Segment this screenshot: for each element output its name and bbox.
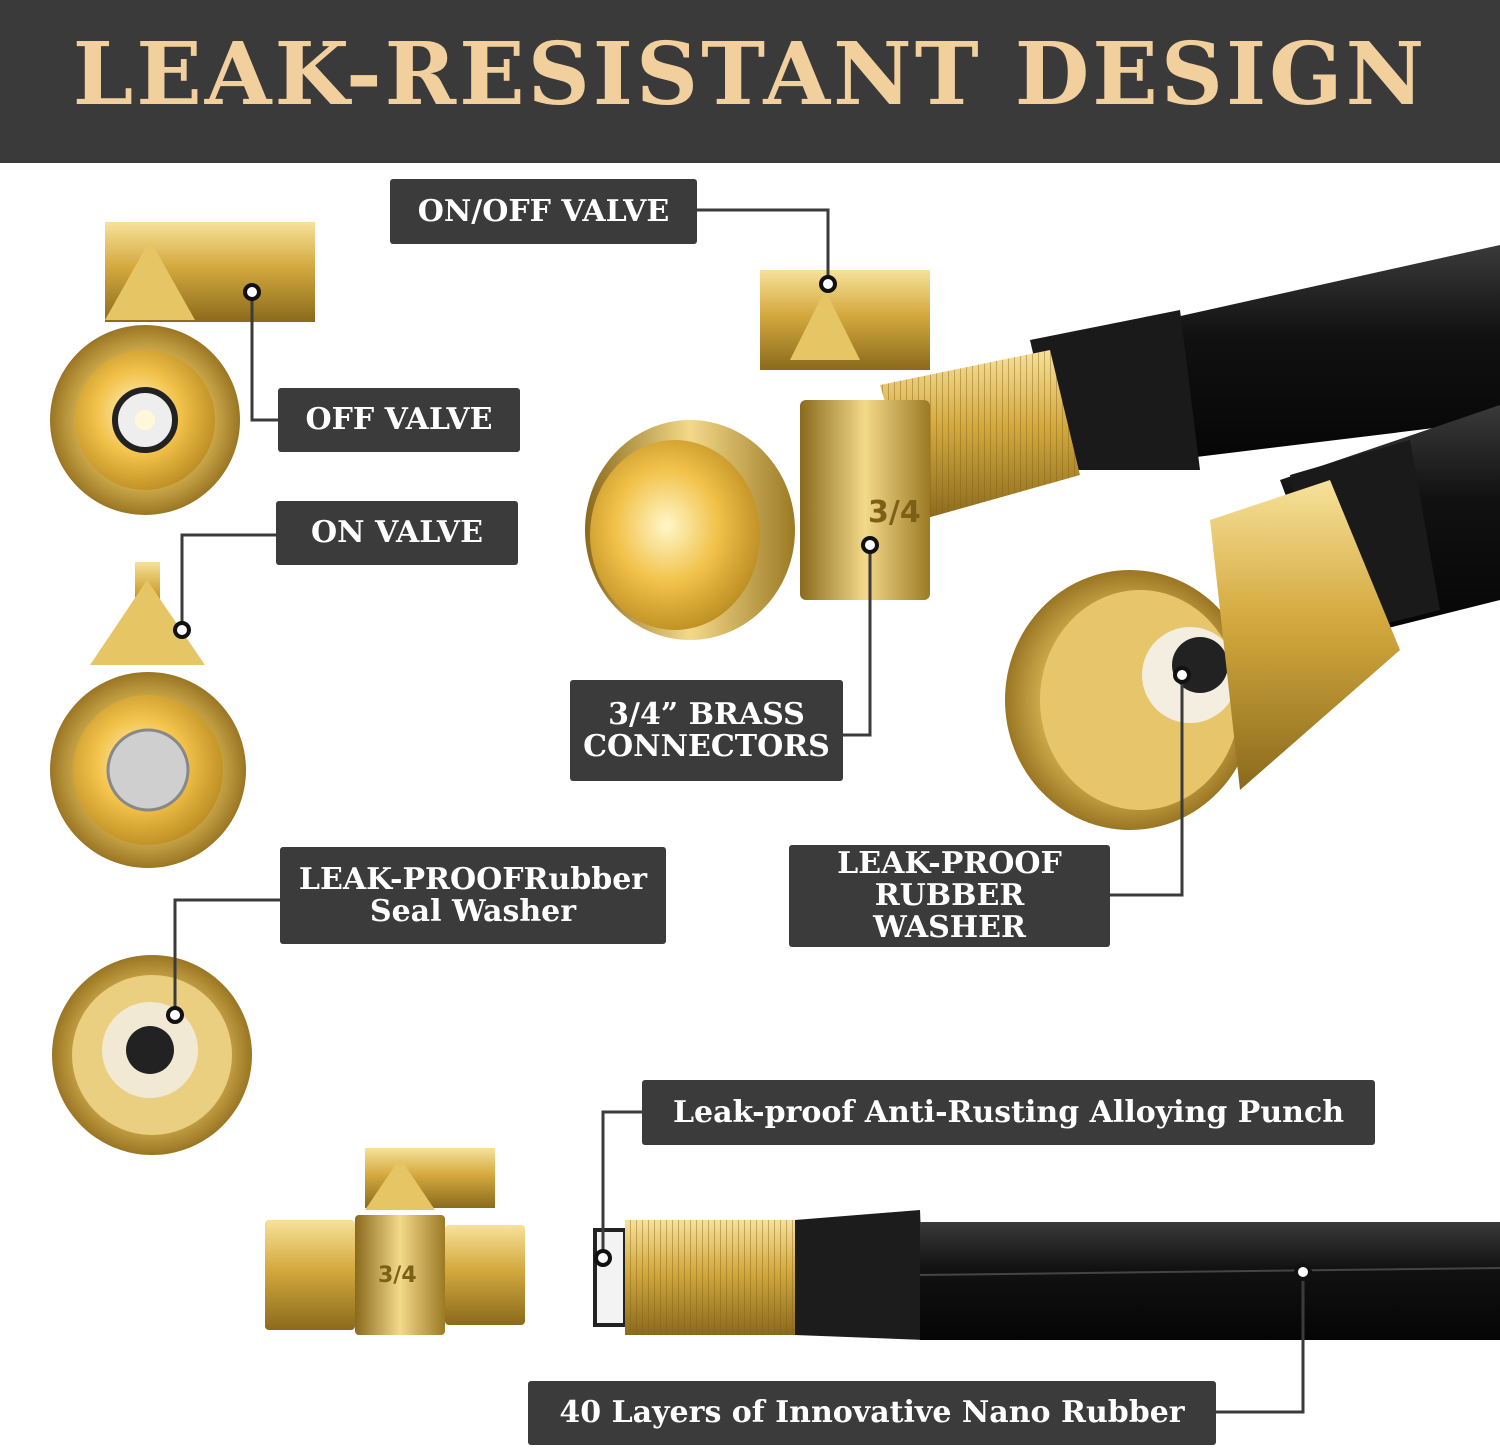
label-anti-rusting-punch: Leak-proof Anti-Rusting Alloying Punch [642, 1080, 1375, 1145]
bottom-hose-illustration [593, 1210, 1500, 1340]
label-on-valve: ON VALVE [276, 501, 518, 565]
on-valve-illustration [50, 562, 246, 868]
label-leak-proof-seal-washer: LEAK-PROOFRubber Seal Washer [280, 847, 666, 944]
header-banner: LEAK-RESISTANT DESIGN [0, 0, 1500, 163]
label-off-valve: OFF VALVE [278, 388, 520, 452]
main-valve-size-engraving: 3/4 [868, 495, 921, 530]
main-hose-assembly [585, 245, 1500, 830]
small-valve-illustration [265, 1148, 525, 1335]
off-valve-illustration [50, 222, 315, 515]
leader-lines [173, 208, 1305, 1414]
page-title: LEAK-RESISTANT DESIGN [72, 24, 1428, 125]
label-nano-rubber-layers: 40 Layers of Innovative Nano Rubber [528, 1381, 1216, 1445]
label-on-off-valve: ON/OFF VALVE [390, 179, 697, 244]
small-valve-size-engraving: 3/4 [378, 1263, 417, 1288]
label-brass-connectors: 3/4” BRASS CONNECTORS [570, 680, 843, 781]
label-leak-proof-rubber-washer: LEAK-PROOF RUBBER WASHER [789, 845, 1110, 947]
seal-washer-illustration [52, 955, 252, 1155]
leader-dots [166, 275, 1312, 1281]
